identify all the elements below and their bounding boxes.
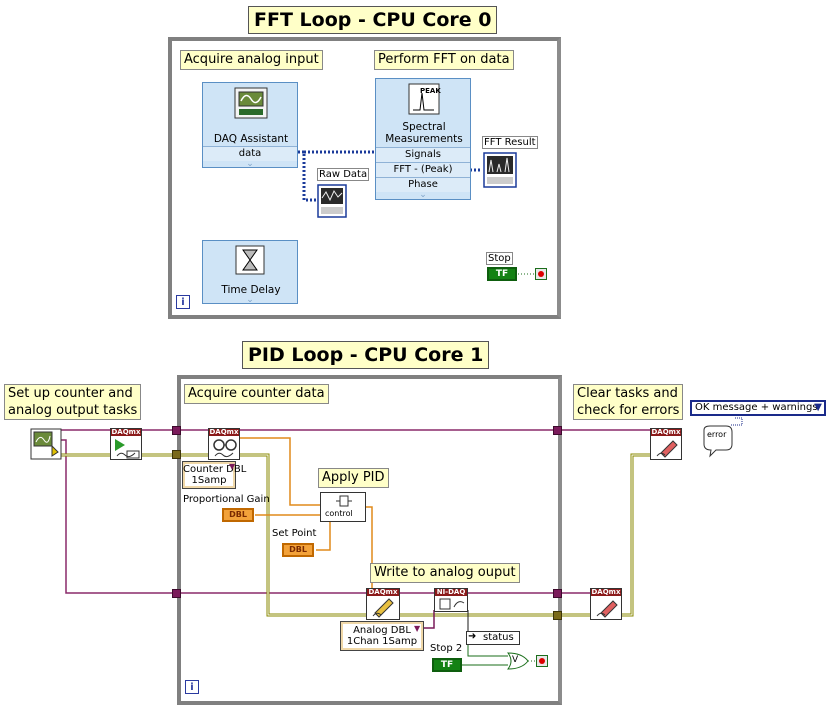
error-dropdown-value: OK message + warnings [695, 402, 818, 413]
check-status-icon [439, 598, 465, 610]
error-tunnel [553, 611, 562, 620]
proportional-gain-control[interactable]: DBL [222, 508, 254, 522]
pid-label-write: Write to analog ouput [370, 563, 520, 583]
fft-label-perform: Perform FFT on data [374, 50, 514, 70]
error-handler-icon[interactable] [702, 424, 734, 458]
daqmx-stop-task-vi[interactable]: DAQmx [590, 588, 622, 620]
spectral-signals-terminal[interactable]: Signals [376, 147, 470, 162]
nidaq-header: NI-DAQ [435, 588, 467, 596]
pid-node-text: control [325, 509, 353, 518]
glasses-icon [213, 439, 237, 458]
eraser-icon [656, 440, 678, 458]
stop-boolean-control[interactable]: TF [487, 267, 517, 281]
pid-label-clear: Clear tasks and check for errors [573, 384, 684, 420]
unbundle-arrow-icon: ➜ [468, 631, 477, 642]
peak-spectrum-icon [408, 83, 440, 115]
unbundle-status-node[interactable]: ➜ status [466, 631, 520, 645]
raw-data-graph-icon[interactable] [317, 184, 347, 218]
spectral-phase-terminal[interactable]: Phase [376, 177, 470, 192]
time-delay-name: Time Delay [221, 284, 281, 296]
spectral-measurements-node[interactable]: PEAK Spectral Measurements Signals FFT -… [375, 78, 471, 200]
set-point-control[interactable]: DBL [282, 543, 314, 557]
daqmx-header: DAQmx [209, 428, 239, 436]
task-tunnel [553, 589, 562, 598]
task-tunnel [553, 426, 562, 435]
play-icon [115, 439, 140, 459]
proportional-gain-label: Proportional Gain [183, 494, 270, 505]
pid-label-acquire: Acquire counter data [184, 384, 329, 404]
time-delay-node[interactable]: Time Delay ⌄ [202, 240, 298, 305]
status-field: status [483, 632, 514, 643]
counter-read-polymorphic-ring[interactable]: Counter DBL 1Samp [182, 461, 246, 489]
daq-assistant-name: DAQ Assistant [213, 133, 289, 145]
pencil-icon [372, 598, 394, 618]
daqmx-write-vi[interactable]: DAQmx [366, 588, 400, 620]
pid-control-node[interactable]: control [320, 492, 366, 522]
raw-data-label: Raw Data [317, 168, 370, 181]
pid-iteration-terminal: i [185, 680, 199, 694]
stop-label: Stop [486, 252, 513, 265]
eraser-icon [596, 600, 618, 618]
fft-while-loop[interactable] [168, 37, 561, 319]
setup-tasks-subvi-icon[interactable] [30, 428, 62, 460]
task-tunnel [172, 426, 181, 435]
error-handler-text: error [707, 430, 727, 439]
ring-arrow-icon: ▼ [414, 624, 421, 633]
pid-block-icon [336, 495, 352, 507]
chevron-down-icon[interactable]: ⌄ [419, 190, 427, 200]
error-handling-dropdown[interactable]: OK message + warnings ▼ [690, 400, 826, 416]
daqmx-clear-task-vi[interactable]: DAQmx [650, 428, 682, 460]
nidaq-property-vi[interactable]: NI-DAQ [434, 588, 468, 612]
fft-iteration-terminal: i [176, 295, 190, 309]
daq-assistant-data-terminal[interactable]: data [203, 146, 297, 161]
stop2-boolean-control[interactable]: TF [432, 658, 462, 672]
fft-result-label: FFT Result [482, 136, 538, 149]
chevron-down-icon[interactable]: ⌄ [246, 159, 254, 169]
spectral-name-line2: Measurements [385, 133, 463, 145]
spectral-fft-peak-terminal[interactable]: FFT - (Peak) [376, 162, 470, 177]
pid-label-setup: Set up counter and analog output tasks [4, 384, 142, 420]
or-gate-icon[interactable] [506, 652, 530, 670]
dropdown-arrow-icon: ▼ [814, 402, 822, 413]
error-tunnel [172, 450, 181, 459]
or-gate-label: V [512, 655, 519, 665]
pid-while-loop[interactable] [177, 375, 562, 705]
stop2-label: Stop 2 [430, 643, 463, 654]
daqmx-read-vi[interactable]: DAQmx [208, 428, 240, 460]
fft-loop-title: FFT Loop - CPU Core 0 [248, 6, 498, 34]
spectral-name-line1: Spectral [402, 121, 446, 133]
daq-assistant-node[interactable]: DAQ Assistant data ⌄ [202, 82, 298, 169]
loop-condition-stop-icon[interactable] [535, 268, 547, 280]
fft-label-acquire: Acquire analog input [180, 50, 323, 70]
daqmx-header: DAQmx [591, 588, 621, 596]
daqmx-header: DAQmx [111, 428, 141, 436]
daqmx-header: DAQmx [651, 428, 681, 436]
hourglass-icon [235, 245, 265, 275]
pid-loop-title: PID Loop - CPU Core 1 [242, 341, 490, 369]
pid-loop-condition-stop-icon[interactable] [536, 655, 548, 667]
chevron-down-icon[interactable]: ⌄ [246, 295, 254, 305]
fft-result-graph-icon[interactable] [483, 152, 517, 188]
daqmx-header: DAQmx [367, 588, 399, 596]
daqmx-start-task-vi[interactable]: DAQmx [110, 428, 142, 460]
pid-label-apply: Apply PID [318, 468, 389, 488]
task-tunnel [172, 589, 181, 598]
peak-label: PEAK [420, 87, 441, 95]
ring-arrow-icon: ▼ [229, 462, 236, 471]
set-point-label: Set Point [272, 528, 317, 539]
analog-write-polymorphic-ring[interactable]: Analog DBL 1Chan 1Samp [340, 621, 424, 651]
daq-card-icon [234, 87, 268, 119]
